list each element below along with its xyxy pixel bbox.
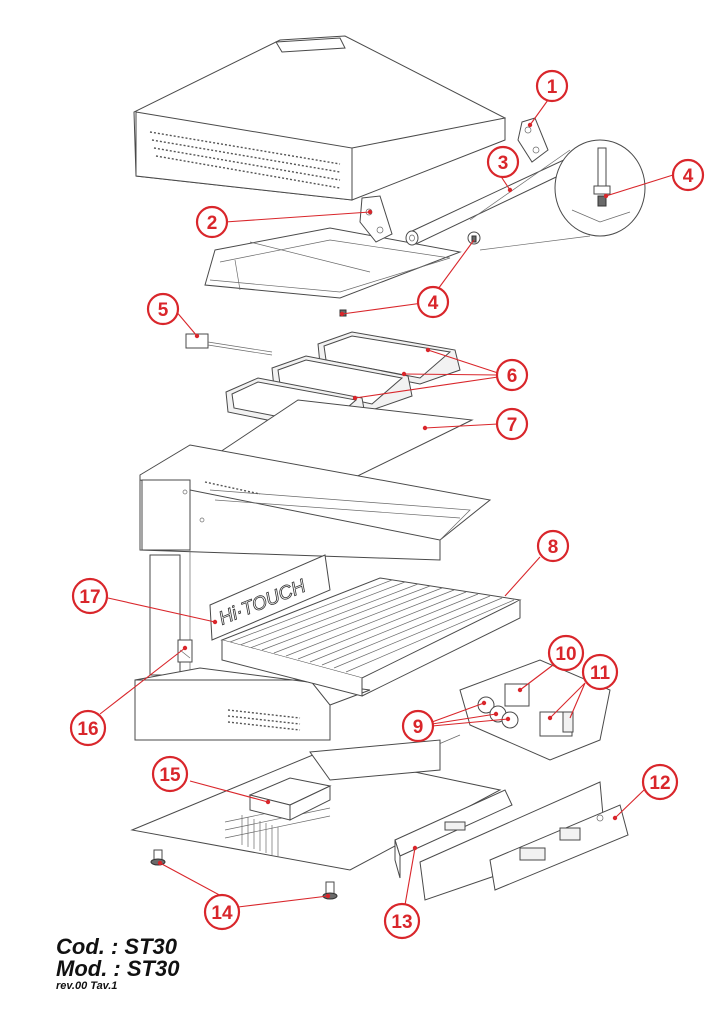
- front-control-panel: [419, 781, 629, 901]
- callout-4-bottom: 4: [416, 285, 450, 319]
- callout-12: 12: [641, 763, 679, 801]
- svg-text:14: 14: [211, 903, 233, 924]
- svg-text:9: 9: [413, 717, 424, 738]
- rod-grill: [220, 577, 522, 697]
- svg-text:10: 10: [555, 644, 576, 665]
- callout-15: 15: [151, 755, 189, 793]
- callout-8: 8: [536, 529, 570, 563]
- callout-14: 14: [203, 893, 241, 931]
- product-code: Cod. : ST30: [56, 934, 178, 959]
- svg-text:8: 8: [548, 537, 559, 558]
- svg-text:2: 2: [207, 213, 218, 234]
- svg-text:3: 3: [498, 153, 509, 174]
- callout-10: 10: [547, 634, 585, 672]
- callout-3: 3: [486, 145, 520, 179]
- svg-text:15: 15: [159, 765, 181, 786]
- main-body: [134, 444, 492, 741]
- svg-text:5: 5: [158, 300, 169, 321]
- callouts: 1 2 3 4 4 5 6 7 8 9 10 11 12 13 14 15 16…: [69, 69, 705, 940]
- leader-lines: [99, 99, 674, 908]
- revision-label: rev.00 Tav.1: [56, 980, 118, 992]
- callout-2: 2: [195, 205, 229, 239]
- svg-text:16: 16: [77, 719, 98, 740]
- svg-text:6: 6: [507, 366, 518, 387]
- callout-1: 1: [535, 69, 569, 103]
- product-model: Mod. : ST30: [56, 956, 180, 981]
- callout-17: 17: [71, 577, 109, 615]
- svg-text:17: 17: [79, 587, 100, 608]
- svg-text:4: 4: [683, 166, 694, 187]
- hinge-frame: [204, 227, 462, 299]
- svg-text:12: 12: [649, 773, 670, 794]
- microswitch: [177, 639, 193, 663]
- callout-13: 13: [383, 902, 421, 940]
- leader-dots: [157, 122, 618, 899]
- top-cover: [133, 35, 507, 201]
- hinge-bracket-1: [517, 117, 549, 163]
- control-board: [394, 789, 513, 879]
- electronics-detail-bubble: [419, 659, 611, 761]
- screw-detail-bubble: [467, 139, 646, 251]
- svg-text:4: 4: [428, 293, 439, 314]
- title-block: Cod. : ST30 Mod. : ST30 rev.00 Tav.1: [56, 936, 179, 993]
- callout-16: 16: [69, 709, 107, 747]
- heat-sink-module: [241, 777, 332, 857]
- svg-text:1: 1: [547, 77, 558, 98]
- callout-9: 9: [401, 709, 435, 743]
- svg-text:13: 13: [391, 912, 412, 933]
- callout-11: 11: [581, 653, 619, 691]
- callout-7: 7: [495, 407, 529, 441]
- svg-text:7: 7: [507, 415, 518, 436]
- callout-5: 5: [146, 292, 180, 326]
- callout-6: 6: [495, 358, 529, 392]
- callout-4-top: 4: [671, 158, 705, 192]
- svg-text:11: 11: [590, 663, 611, 684]
- base-plate: [130, 739, 502, 871]
